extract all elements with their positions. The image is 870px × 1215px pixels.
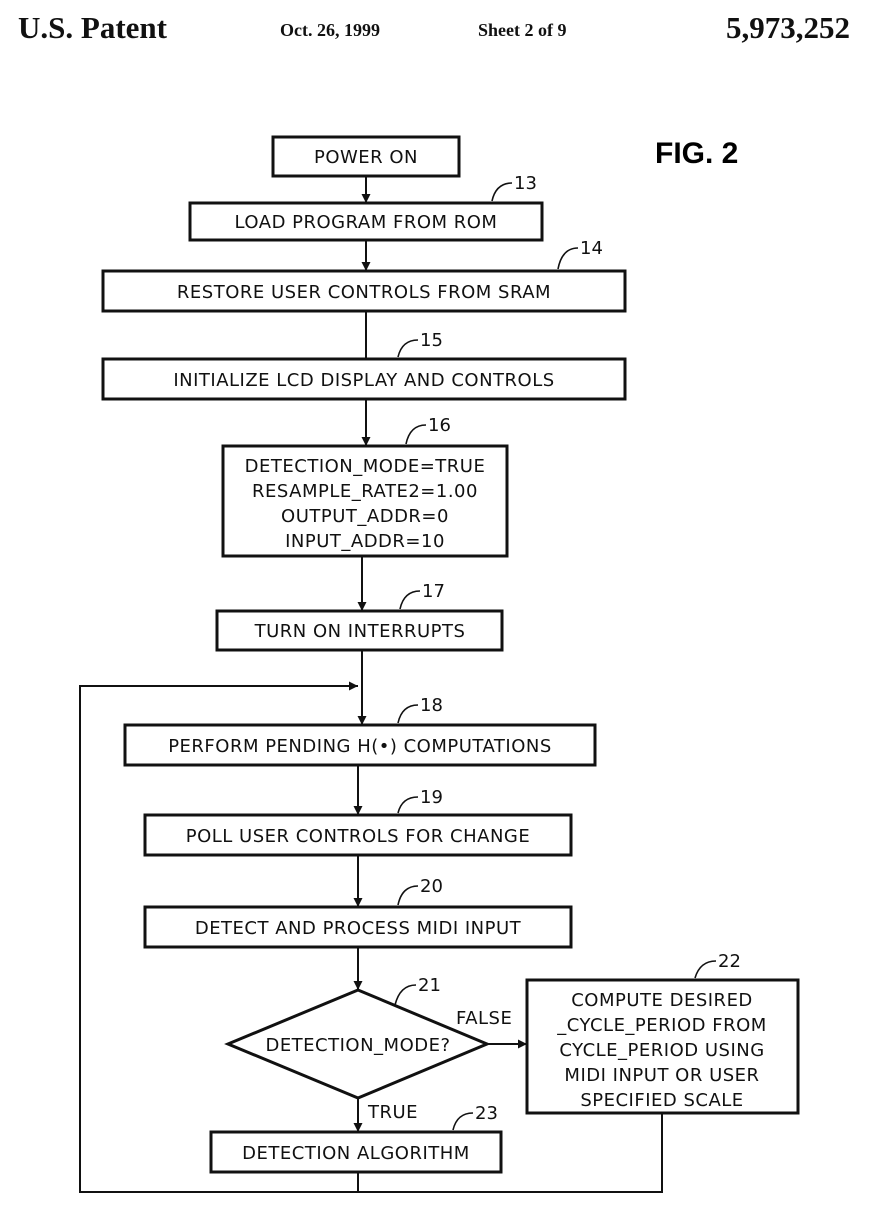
ref-16: 16 xyxy=(428,415,451,436)
set-vars-line-4: INPUT_ADDR=10 xyxy=(285,531,445,552)
ref-leader-21 xyxy=(394,984,417,1006)
ref-19: 19 xyxy=(420,787,443,808)
ref-14: 14 xyxy=(580,238,603,259)
figure-label: FIG. 2 xyxy=(655,137,738,170)
ref-21: 21 xyxy=(418,975,441,996)
false-branch-label: FALSE xyxy=(456,1008,512,1029)
ref-22: 22 xyxy=(718,951,741,972)
interrupts-label: TURN ON INTERRUPTS xyxy=(254,621,466,642)
ref-23: 23 xyxy=(475,1103,498,1124)
header-title: U.S. Patent xyxy=(18,10,167,45)
ref-18: 18 xyxy=(420,695,443,716)
step-h-computations xyxy=(123,723,597,767)
ref-leader-14 xyxy=(557,247,579,270)
compute-return-line xyxy=(358,1113,663,1193)
ref-leader-19 xyxy=(397,796,419,814)
ref-17: 17 xyxy=(422,581,445,602)
step-restore-controls xyxy=(101,269,627,313)
ref-leader-20 xyxy=(397,885,419,906)
compute-line-1: COMPUTE DESIRED xyxy=(571,990,753,1011)
compute-line-5: SPECIFIED SCALE xyxy=(580,1090,743,1111)
ref-leader-17 xyxy=(399,590,421,610)
compute-line-4: MIDI INPUT OR USER xyxy=(564,1065,759,1086)
ref-leader-22 xyxy=(694,960,717,979)
ref-leader-13 xyxy=(491,182,513,202)
step-init-lcd xyxy=(101,357,627,401)
header-sheet: Sheet 2 of 9 xyxy=(478,20,567,40)
compute-line-3: CYCLE_PERIOD USING xyxy=(559,1040,764,1061)
step-turn-on-interrupts xyxy=(215,609,504,652)
true-branch-label: TRUE xyxy=(367,1102,418,1123)
detection-algorithm-label: DETECTION ALGORITHM xyxy=(242,1143,470,1164)
init-lcd-label: INITIALIZE LCD DISPLAY AND CONTROLS xyxy=(173,370,554,391)
header-date: Oct. 26, 1999 xyxy=(280,20,380,40)
decision-label: DETECTION_MODE? xyxy=(265,1035,450,1056)
set-vars-line-1: DETECTION_MODE=TRUE xyxy=(245,456,486,477)
h-computations-label: PERFORM PENDING H(•) COMPUTATIONS xyxy=(168,736,552,757)
step-detection-algorithm xyxy=(209,1130,503,1174)
load-program-label: LOAD PROGRAM FROM ROM xyxy=(235,212,498,233)
power-on-label: POWER ON xyxy=(314,147,418,168)
loop-return-line xyxy=(79,681,359,1193)
ref-15: 15 xyxy=(420,330,443,351)
header-patent-number: 5,973,252 xyxy=(726,10,850,45)
ref-leader-18 xyxy=(397,704,419,724)
ref-leader-23 xyxy=(452,1112,474,1131)
midi-input-label: DETECT AND PROCESS MIDI INPUT xyxy=(195,918,522,939)
ref-20: 20 xyxy=(420,876,443,897)
ref-leader-16 xyxy=(405,424,427,445)
compute-line-2: _CYCLE_PERIOD FROM xyxy=(556,1015,767,1036)
restore-controls-label: RESTORE USER CONTROLS FROM SRAM xyxy=(177,282,551,303)
set-vars-line-2: RESAMPLE_RATE2=1.00 xyxy=(252,481,478,502)
ref-13: 13 xyxy=(514,173,537,194)
ref-leader-15 xyxy=(397,339,419,358)
poll-controls-label: POLL USER CONTROLS FOR CHANGE xyxy=(186,826,531,847)
set-vars-line-3: OUTPUT_ADDR=0 xyxy=(281,506,449,527)
